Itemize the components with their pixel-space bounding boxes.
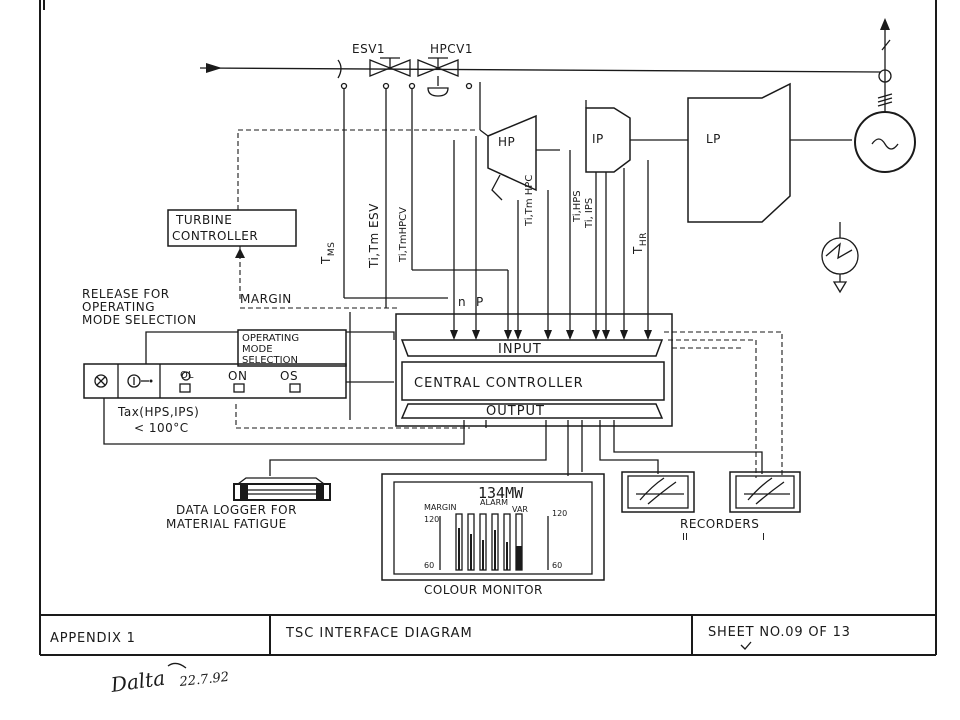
- controller-output-label: OUTPUT: [486, 404, 545, 419]
- grid-output-arrow: [880, 18, 890, 30]
- steam-main-line: [199, 59, 881, 90]
- turbine-controller-line1: TURBINE: [175, 213, 232, 227]
- signal-ips: Ti, IPS: [584, 198, 595, 229]
- monitor-scale-bottom-right: 60: [552, 561, 562, 570]
- appendix-label: APPENDIX 1: [50, 631, 136, 646]
- controller-input-label: INPUT: [498, 342, 542, 357]
- signal-p: P: [476, 295, 484, 309]
- mode-ol-button[interactable]: OL: [179, 370, 194, 393]
- tax-line1: Tax(HPS,IPS): [117, 405, 199, 419]
- release-line3: MODE SELECTION: [82, 313, 197, 327]
- signature-name: Dalta: [108, 666, 166, 697]
- signal-labels: TMS Ti,Tm ESV Ti,TmHPCV Ti,Tm HPC Ti,HPS…: [319, 175, 649, 309]
- monitor-label: COLOUR MONITOR: [424, 583, 543, 597]
- monitor-tag-top: ALARM: [480, 498, 508, 507]
- mode-on-button[interactable]: ON: [228, 369, 247, 393]
- lp-label: LP: [706, 132, 721, 146]
- mode-on-label: ON: [228, 369, 247, 383]
- monitor-scale-top-right: 120: [552, 509, 567, 518]
- diagram-title: TSC INTERFACE DIAGRAM: [285, 626, 473, 641]
- key-switch-icon[interactable]: [127, 374, 153, 388]
- signature: Dalta 22.7.92: [108, 662, 230, 697]
- signal-n: n: [458, 295, 466, 309]
- output-lines: [269, 420, 763, 476]
- recorder-2: [621, 471, 695, 513]
- sheet-number: SHEET NO.09 OF 13: [708, 625, 851, 640]
- signal-thr: THR: [631, 232, 649, 255]
- signal-esv: Ti,Tm ESV: [367, 203, 381, 269]
- mode-ol-label: OL: [180, 370, 194, 381]
- signal-hpcv: Ti,TmHPCV: [398, 207, 409, 263]
- recorder-2-label: II: [682, 532, 688, 543]
- lp-turbine: LP: [630, 82, 852, 223]
- turbine-controller-line2: CONTROLLER: [172, 229, 258, 243]
- signal-tms: TMS: [319, 242, 337, 265]
- release-line1: RELEASE FOR: [82, 287, 170, 301]
- signal-lines: [343, 88, 652, 340]
- grid-switch-icon: [878, 69, 892, 83]
- generator: [854, 18, 916, 173]
- data-logger: DATA LOGGER FOR MATERIAL FATIGUE: [166, 477, 331, 531]
- esv1-valve: ESV1: [352, 42, 411, 77]
- mode-line2: MODE: [242, 344, 273, 355]
- mode-selection-label: OPERATING MODE SELECTION: [237, 329, 347, 367]
- monitor-scale-top-left: 120: [424, 515, 439, 524]
- release-line2: OPERATING: [82, 300, 155, 314]
- title-block: APPENDIX 1 TSC INTERFACE DIAGRAM SHEET N…: [40, 614, 936, 656]
- hpcv1-actuator: [427, 87, 449, 97]
- generator-icon: [854, 111, 916, 173]
- margin-label: MARGIN: [240, 292, 292, 306]
- turbine-controller: TURBINE CONTROLLER: [167, 129, 476, 300]
- monitor-tag-right: VAR: [512, 505, 528, 514]
- colour-monitor: 134MW MARGIN ALARM VAR 120 120 60 60 COL…: [381, 473, 605, 597]
- recorder-1: [729, 471, 801, 513]
- hp-label: HP: [498, 135, 515, 149]
- tax-label: Tax(HPS,IPS) < 100°C: [103, 398, 470, 445]
- signal-hps: Ti,HPS: [572, 190, 583, 223]
- sheet-check-mark: [740, 641, 752, 650]
- central-controller-label: CENTRAL CONTROLLER: [414, 376, 584, 391]
- ip-label: IP: [592, 132, 604, 146]
- logger-line2: MATERIAL FATIGUE: [166, 517, 287, 531]
- mode-os-label: OS: [280, 369, 298, 383]
- mode-panel: OL ON OS: [83, 312, 394, 420]
- condenser: [821, 222, 859, 294]
- monitor-scale-bottom-left: 60: [424, 561, 434, 570]
- monitor-bar-graphs: [439, 513, 549, 571]
- printer-icon: [233, 477, 331, 501]
- tax-line2: < 100°C: [134, 421, 189, 435]
- hpcv1-label: HPCV1: [430, 42, 473, 56]
- ip-turbine: IP: [585, 100, 631, 173]
- central-controller: INPUT CENTRAL CONTROLLER OUTPUT: [395, 313, 673, 427]
- signal-hpc: Ti,Tm HPC: [524, 175, 535, 227]
- lamp-icon[interactable]: [94, 374, 108, 388]
- recorders-label: RECORDERS: [680, 517, 759, 531]
- monitor-tag-left: MARGIN: [424, 503, 456, 512]
- hp-turbine: HP: [479, 82, 560, 201]
- steam-inlet-arrow: [206, 63, 222, 73]
- signature-date: 22.7.92: [178, 670, 230, 690]
- recorder-1-label: I: [762, 532, 765, 543]
- mode-line3: SELECTION: [242, 355, 298, 366]
- mode-line1: OPERATING: [242, 333, 299, 344]
- logger-line1: DATA LOGGER FOR: [176, 503, 297, 517]
- release-label: RELEASE FOR OPERATING MODE SELECTION: [82, 287, 395, 364]
- mode-os-button[interactable]: OS: [280, 369, 301, 393]
- esv1-label: ESV1: [352, 42, 385, 56]
- hpcv1-valve: HPCV1: [417, 42, 473, 97]
- monitor-reading: 134MW: [478, 484, 524, 502]
